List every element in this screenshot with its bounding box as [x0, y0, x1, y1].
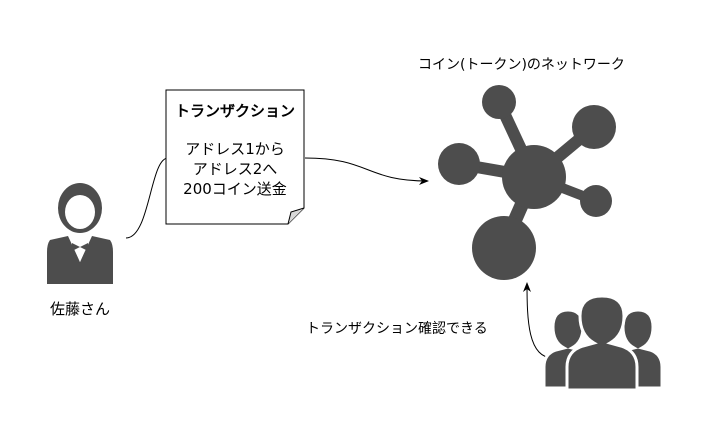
group-to-network-arrow	[523, 282, 554, 359]
transaction-to-network-arrow	[304, 157, 429, 185]
person-label: 佐藤さん	[50, 300, 111, 318]
transaction-line-2: アドレス2へ	[192, 160, 278, 178]
person-to-transaction-connector	[125, 157, 169, 239]
transaction-note: トランザクション アドレス1から アドレス2へ 200コイン送金	[166, 90, 304, 224]
network-label: コイン(トークン)のネットワーク	[418, 57, 625, 73]
transaction-line-3: 200コイン送金	[183, 180, 287, 198]
transaction-line-1: アドレス1から	[185, 140, 285, 158]
confirm-label: トランザクション確認できる	[306, 321, 488, 337]
transaction-note-shape	[165, 89, 305, 225]
transaction-title: トランザクション	[174, 102, 295, 120]
network-icon	[438, 85, 616, 280]
user-icon	[47, 183, 113, 284]
users-group-icon	[542, 294, 664, 392]
